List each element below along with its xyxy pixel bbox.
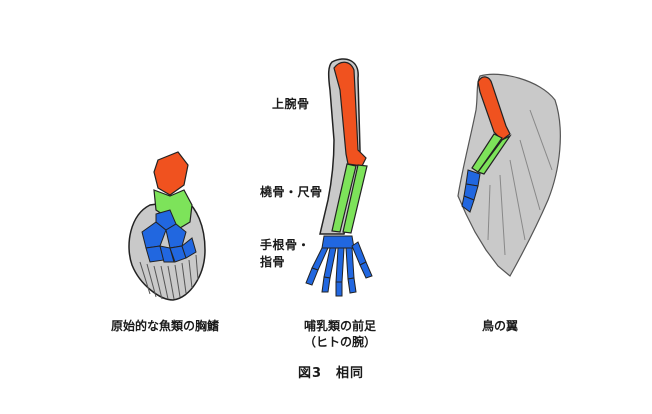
caption-mammal-line2: （ヒトの腕） xyxy=(303,335,376,349)
caption-bird: 鳥の翼 xyxy=(481,319,518,333)
bird-carpal-bones xyxy=(461,169,481,213)
caption-mammal-line1: 哺乳類の前足 xyxy=(303,319,376,333)
bird-radius-ulna-bones xyxy=(471,133,512,175)
label-radius-ulna: 橈骨・尺骨 xyxy=(260,185,323,199)
bird-wing-feathers xyxy=(457,73,561,277)
human-humerus-bone xyxy=(333,61,367,167)
label-carpals-line2: 指骨 xyxy=(260,255,286,269)
label-humerus: 上腕骨 xyxy=(272,97,310,111)
fish-fin xyxy=(128,151,206,301)
human-radius-ulna-bones xyxy=(331,163,368,234)
fish-carpal-bones xyxy=(141,209,197,263)
fish-humerus-bone xyxy=(153,151,189,196)
fish-fin-rays xyxy=(139,254,199,300)
label-carpals-line1: 手根骨・ xyxy=(260,238,311,252)
caption-fish: 原始的な魚類の胸鰭 xyxy=(110,319,219,333)
human-hand-bones xyxy=(305,235,373,297)
bird-feather-lines xyxy=(487,109,553,256)
bird-wing xyxy=(457,73,561,277)
figure-title: 図3 相同 xyxy=(298,366,365,381)
human-arm xyxy=(305,58,373,297)
